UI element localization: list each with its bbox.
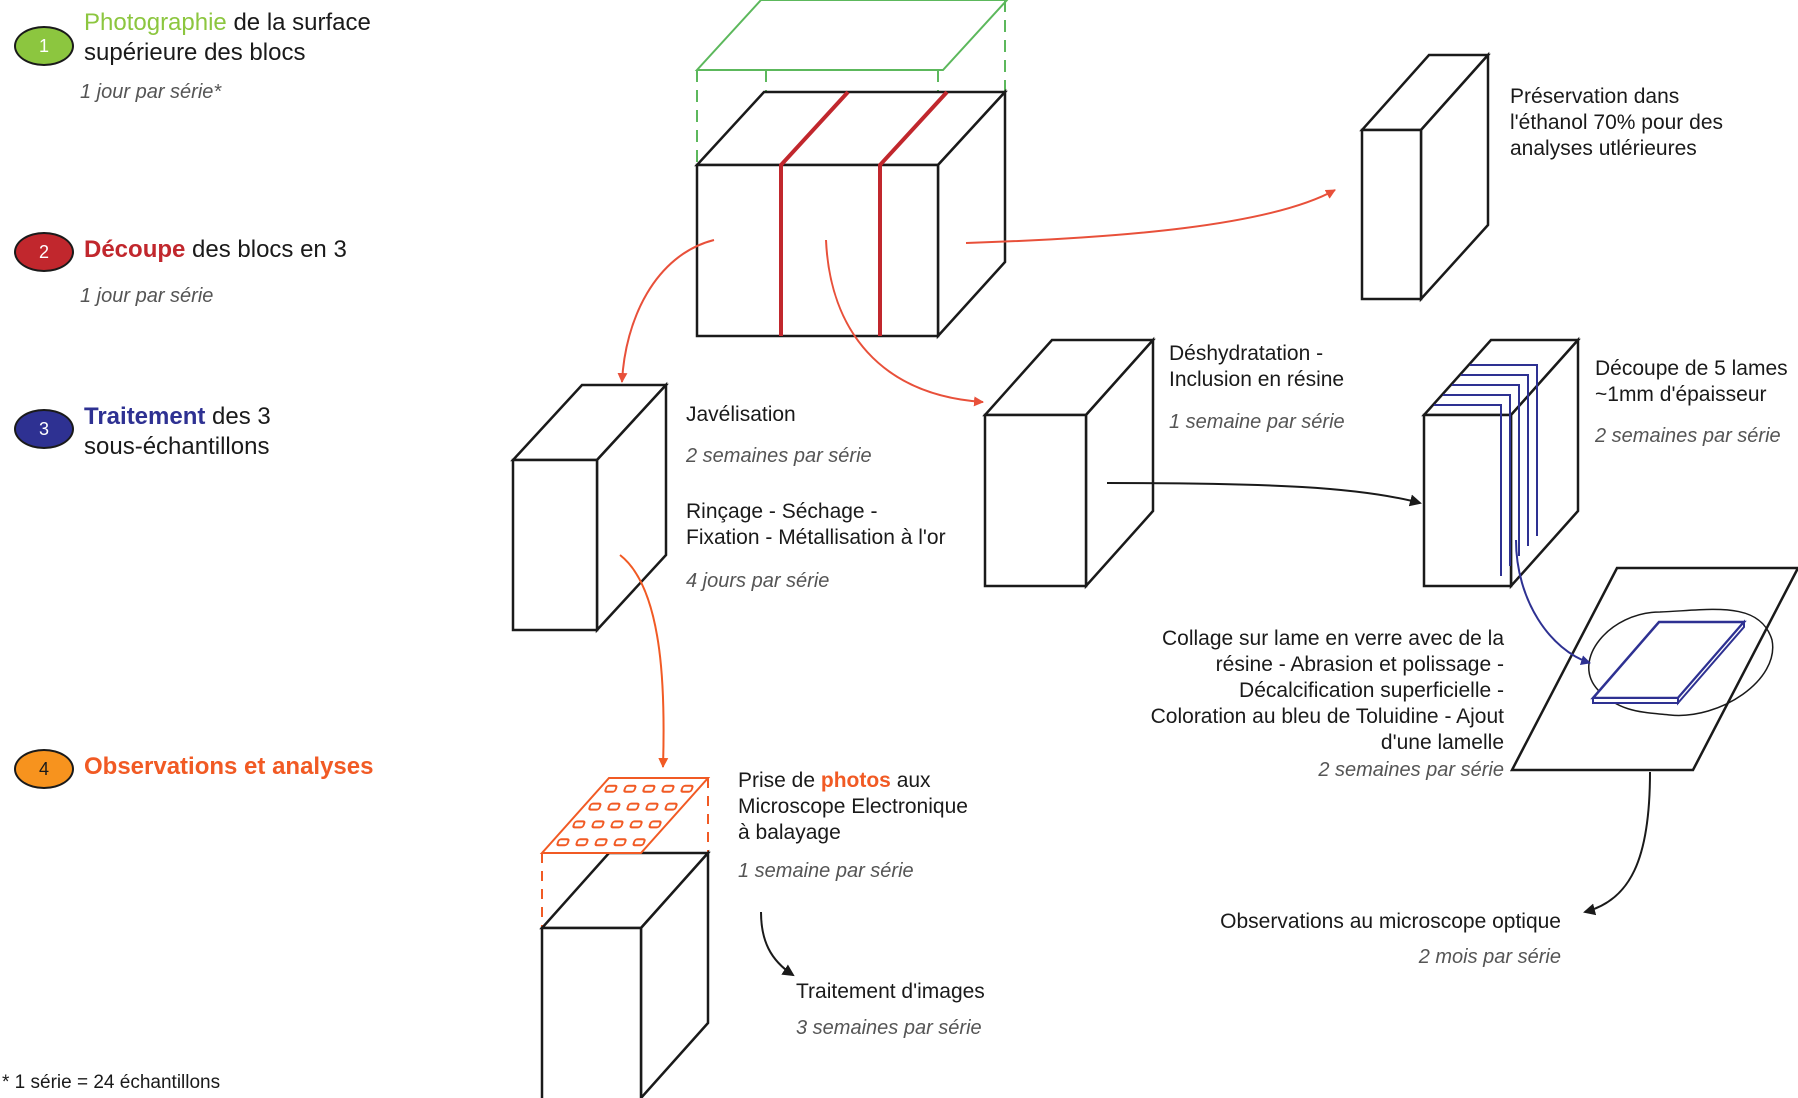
glass-slide: [1509, 566, 1798, 772]
footnote: * 1 série = 24 échantillons: [2, 1072, 221, 1093]
sem-sample-dot: [626, 802, 640, 811]
step-3-rest: des 3: [205, 403, 271, 430]
sem-sample-dot: [629, 820, 643, 829]
sem-sample-dot: [661, 784, 675, 793]
deshydratation-label: Déshydratation - Inclusion en résine: [1169, 341, 1344, 393]
arrow-to-sem: [619, 554, 669, 768]
step-3-highlight: Traitement: [84, 403, 206, 430]
sem-sample-dot: [604, 784, 618, 793]
sem-sample-dot: [591, 820, 605, 829]
sem-sample-dot: [572, 820, 586, 829]
microscope-optique-duration: 2 mois par série: [1418, 946, 1561, 968]
photos-meb-line2: Microscope Electronique: [738, 795, 968, 818]
sem-sample-dot: [588, 802, 602, 811]
photos-meb-highlight: photos: [820, 769, 891, 792]
deshydratation-line2: Inclusion en résine: [1169, 368, 1345, 391]
sem-sample-dot: [556, 838, 570, 847]
photos-meb-prefix: Prise de: [738, 769, 821, 792]
step-2-highlight: Découpe: [84, 236, 186, 263]
deshydratation-duration: 1 semaine par série: [1169, 411, 1345, 433]
photos-meb-line3: à balayage: [738, 821, 841, 844]
collage-line4: Coloration au bleu de Toluidine - Ajout: [1150, 705, 1504, 728]
preservation-line2: l'éthanol 70% pour des: [1510, 111, 1723, 134]
rincage-line2: Fixation - Métallisation à l'or: [686, 526, 946, 549]
arrow-to-resin: [825, 239, 984, 407]
step-4-label: Observations et analyses: [84, 753, 374, 780]
photos-meb-suffix: aux: [890, 769, 931, 792]
collage-line1: Collage sur lame en verre avec de la: [1161, 627, 1504, 650]
sem-sample-dot: [642, 784, 656, 793]
sem-sample-dot: [623, 784, 637, 793]
step-4-badge: 4: [14, 749, 74, 789]
step-3-label: Traitement des 3 sous-échantillons: [84, 402, 271, 462]
photos-meb-label: Prise de photos aux Microscope Electroni…: [738, 768, 968, 846]
sem-sample-dot: [607, 802, 621, 811]
sem-sample-dot: [575, 838, 589, 847]
collage-label: Collage sur lame en verre avec de la rés…: [1151, 626, 1504, 756]
decoupe-lames-label: Découpe de 5 lames ~1mm d'épaisseur: [1595, 356, 1788, 408]
preservation-line1: Préservation dans: [1510, 85, 1680, 108]
step-1-line2: supérieure des blocs: [84, 39, 306, 66]
preservation-label: Préservation dans l'éthanol 70% pour des…: [1510, 84, 1723, 162]
step-3-line2: sous-échantillons: [84, 433, 270, 460]
sem-sample-dot: [594, 838, 608, 847]
collage-line5: d'une lamelle: [1380, 731, 1504, 754]
sem-sample-dot: [680, 784, 694, 793]
rincage-duration: 4 jours par série: [686, 570, 830, 592]
collage-line3: Décalcification superficielle -: [1239, 679, 1504, 702]
arrow-to-javel: [617, 239, 715, 383]
sem-sample-dot: [664, 802, 678, 811]
step-2-duration: 1 jour par série: [80, 285, 214, 307]
step-1-highlight: Photographie: [84, 9, 227, 36]
sem-stub: [539, 777, 711, 854]
step-3-badge: 3: [14, 409, 74, 449]
sem-sample-dots: [556, 784, 694, 847]
collage-line2: résine - Abrasion et polissage -: [1215, 653, 1504, 676]
arrow-to-slicing: [1106, 482, 1422, 507]
sem-block: [539, 777, 711, 1098]
rincage-line1: Rinçage - Séchage -: [686, 500, 878, 523]
deshydratation-line1: Déshydratation -: [1169, 342, 1324, 365]
step-2-label: Découpe des blocs en 3: [84, 235, 347, 265]
arrows: [617, 189, 1651, 977]
javel-block: [510, 381, 669, 634]
arrow-to-image-processing: [760, 911, 795, 977]
step-1-duration: 1 jour par série*: [80, 81, 222, 103]
resin-block: [982, 336, 1156, 590]
traitement-images-label: Traitement d'images: [796, 980, 985, 1003]
photos-meb-duration: 1 semaine par série: [738, 860, 914, 882]
step-1-label: Photographie de la surface supérieure de…: [84, 8, 371, 68]
microscope-optique-label: Observations au microscope optique: [1220, 910, 1561, 933]
step-2-badge: 2: [14, 232, 74, 272]
preservation-block: [1359, 51, 1491, 303]
collage-duration: 2 semaines par série: [1318, 759, 1504, 781]
main-block: [694, 0, 1009, 340]
decoupe-lames-line2: ~1mm d'épaisseur: [1595, 383, 1767, 406]
javel-label: Javélisation: [686, 403, 796, 426]
sem-sample-dot: [648, 820, 662, 829]
sem-sample-dot: [645, 802, 659, 811]
photo-plane: [694, 0, 1009, 71]
preservation-line3: analyses utlérieures: [1510, 137, 1697, 160]
step-1-rest: de la surface: [226, 9, 371, 36]
step-2-rest: des blocs en 3: [185, 236, 347, 263]
arrow-to-preservation: [965, 189, 1336, 244]
arrow-to-microscope: [1583, 771, 1651, 916]
cut-lines: [779, 90, 949, 336]
step-1-badge: 1: [14, 26, 74, 66]
sem-sample-dot: [632, 838, 646, 847]
decoupe-lames-duration: 2 semaines par série: [1595, 425, 1781, 447]
decoupe-lames-line1: Découpe de 5 lames: [1595, 357, 1788, 380]
sem-sample-dot: [613, 838, 627, 847]
rincage-label: Rinçage - Séchage - Fixation - Métallisa…: [686, 499, 946, 551]
slice-lines: [1434, 364, 1538, 576]
sliced-block: [1421, 336, 1581, 590]
traitement-images-duration: 3 semaines par série: [796, 1017, 982, 1039]
sem-sample-dot: [610, 820, 624, 829]
javel-duration: 2 semaines par série: [686, 445, 872, 467]
arrow-to-slide: [1515, 539, 1591, 665]
